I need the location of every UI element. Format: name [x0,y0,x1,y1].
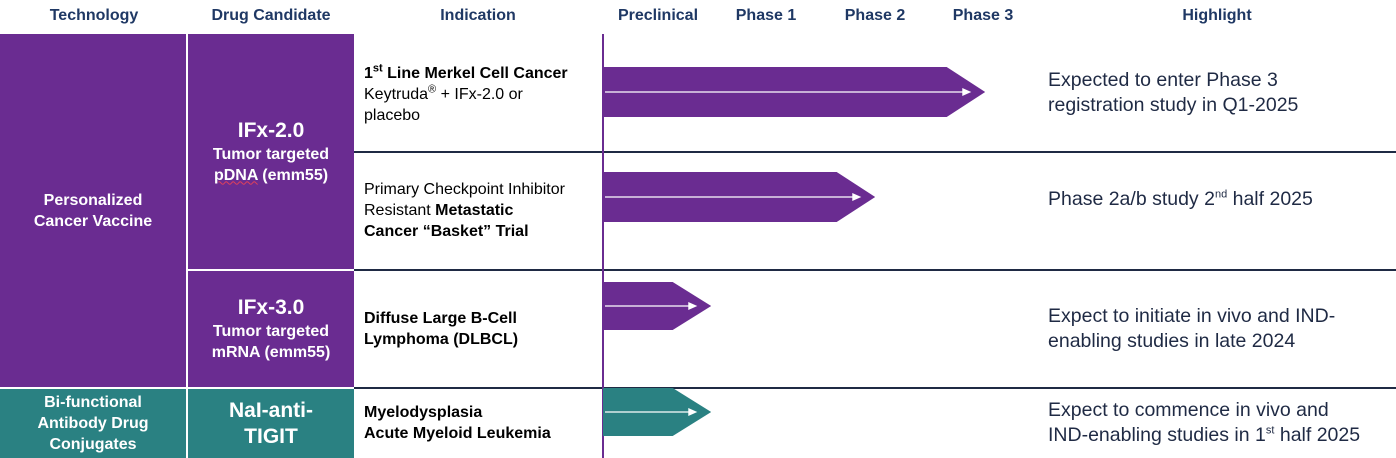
indication-bold-a: 1 [364,64,373,82]
header-technology: Technology [49,7,139,24]
highlight-line1: Expected to enter Phase 3 [1048,69,1278,91]
arrow-head-icon [852,193,862,201]
highlight-a: Phase 2a/b study 2 [1048,187,1215,210]
indication-row-3: Diffuse Large B-Cell Lymphoma (DLBCL) [364,306,596,352]
indication-row-2: Primary Checkpoint Inhibitor Resistant M… [364,176,596,244]
indication-sup: st [372,62,383,75]
highlight-line2-a: IND-enabling studies in 1 [1048,424,1266,446]
indication-line2-sup: ® [428,83,437,96]
indication-line2: Resistant Metastatic [364,200,596,221]
arrow-shape [603,67,986,117]
header-phase1: Phase 1 [735,7,797,24]
row-divider [354,269,1396,271]
candidate-ifx-3: IFx-3.0 Tumor targeted mRNA (emm55) [188,271,354,387]
indication-line2: Acute Myeloid Leukemia [364,425,551,442]
candidate-sub2-b: (emm55) [257,166,329,184]
header-preclinical: Preclinical [617,7,699,24]
candidate-ifx-2: IFx-2.0 Tumor targeted pDNA (emm55) [188,34,354,269]
header-drug-candidate: Drug Candidate [211,7,331,24]
candidate-sub1: Tumor targeted [212,323,330,340]
technology-label-line1: Bi-functional [44,394,142,411]
indication-line1: Diffuse Large B-Cell [364,310,517,327]
highlight-line2-b: half 2025 [1274,424,1361,446]
indication-line2: Lymphoma (DLBCL) [364,331,519,348]
header-highlight: Highlight [1182,7,1252,24]
highlight-sup: nd [1214,188,1228,200]
progress-arrow-row-2 [603,172,876,222]
highlight-line1: Expect to initiate in vivo and IND- [1048,305,1336,327]
header-phase3: Phase 3 [952,7,1014,24]
highlight-line1: Phase 2a/b study 2nd half 2025 [1048,187,1388,212]
row-divider [354,151,1396,153]
row-divider [354,387,1396,389]
technology-personalized-cancer-vaccine: Personalized Cancer Vaccine [0,34,186,387]
indication-row-1: 1st Line Merkel Cell Cancer Keytruda® + … [364,60,596,128]
candidate-name: IFx-3.0 [237,296,305,319]
indication-line1: Myelodysplasia [364,404,483,421]
candidate-sub1: Tumor targeted [212,145,330,163]
technology-label-line2: Antibody Drug [37,415,149,432]
progress-arrow-row-1 [603,67,986,117]
highlight-b: half 2025 [1227,187,1313,210]
indication-line3: Cancer “Basket” Trial [364,222,529,240]
arrow-head-icon [962,88,972,96]
indication-line1: 1st Line Merkel Cell Cancer [364,63,596,84]
arrow-head-icon [688,302,698,310]
candidate-nai-anti-tigit: NaI-anti- TIGIT [188,389,354,458]
highlight-line2: IND-enabling studies in 1st half 2025 [1048,423,1388,448]
candidate-sub2: mRNA (emm55) [211,344,331,361]
indication-line2-a: Keytruda [364,85,429,103]
highlight-line2: enabling studies in late 2024 [1048,330,1296,352]
highlight-row-3: Expect to initiate in vivo and IND- enab… [1048,303,1388,355]
arrow-shape [603,282,712,330]
indication-line2-b: Metastatic [435,201,514,219]
highlight-row-2: Phase 2a/b study 2nd half 2025 [1048,185,1388,213]
header-phase2: Phase 2 [844,7,906,24]
progress-arrow-row-3 [603,282,712,330]
highlight-row-4: Expect to commence in vivo and IND-enabl… [1048,397,1388,449]
candidate-name-line1: NaI-anti- [229,398,313,422]
technology-label-line3: Conjugates [49,436,137,453]
indication-bold-b: Line Merkel Cell Cancer [382,64,568,82]
technology-label-line1: Personalized [43,191,143,209]
arrow-shape [603,388,712,436]
candidate-sub2: pDNA (emm55) [214,165,328,186]
candidate-name-line2: TIGIT [244,424,298,448]
candidate-sub2-a: pDNA [213,166,258,184]
candidate-name: IFx-2.0 [237,118,305,142]
highlight-line2: registration study in Q1-2025 [1048,94,1299,116]
highlight-line2-sup: st [1265,424,1275,437]
arrow-shape [603,172,876,222]
indication-row-4: Myelodysplasia Acute Myeloid Leukemia [364,400,596,446]
indication-line2-a: Resistant [364,201,436,219]
indication-line3: placebo [364,106,421,124]
arrow-head-icon [688,408,698,416]
progress-arrow-row-4 [603,388,712,436]
indication-line2: Keytruda® + IFx-2.0 or [364,84,596,105]
indication-line1: Primary Checkpoint Inhibitor [364,180,565,198]
pipeline-axis-line [602,34,604,458]
highlight-row-1: Expected to enter Phase 3 registration s… [1048,67,1388,119]
technology-label-line2: Cancer Vaccine [33,212,153,230]
indication-line2-b: + IFx-2.0 or [436,85,523,103]
highlight-line1: Expect to commence in vivo and [1048,399,1329,421]
header-indication: Indication [440,7,516,24]
technology-bifunctional-adc: Bi-functional Antibody Drug Conjugates [0,389,186,458]
